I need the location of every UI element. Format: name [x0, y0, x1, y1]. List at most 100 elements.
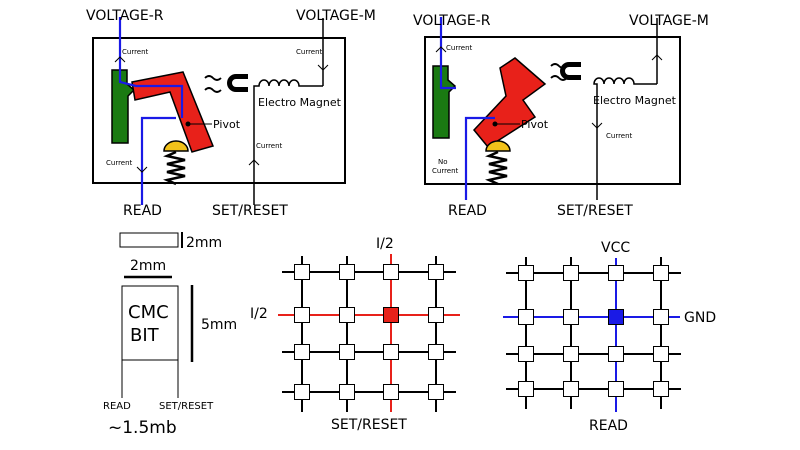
write-grid-cell — [339, 307, 355, 323]
bit-name-line-1: CMC — [128, 302, 169, 323]
write-grid-cell — [339, 344, 355, 360]
relay-right-arrow-3 — [591, 122, 603, 129]
relay-left-magnet-icon — [227, 74, 248, 92]
relay-right-pivot-dot — [492, 121, 498, 127]
write-grid-cell — [383, 384, 399, 400]
read-grid-cell — [653, 309, 669, 325]
write-grid-cell — [428, 264, 444, 280]
relay-right-magnet-icon — [560, 62, 581, 80]
write-grid-lines — [278, 254, 460, 412]
relay-right-red-arm — [473, 57, 547, 148]
relay-right-wave-2 — [550, 75, 568, 81]
relay-left: Pivot VOLTAGE-R VOLTAGE-M Current Curren… — [86, 8, 376, 219]
read-grid-cell — [563, 309, 579, 325]
cmc-bit-panel: 2mm 2mm CMC BIT 5mm READ SET/RESET ~1.5m… — [103, 232, 237, 438]
read-grid-top-label: VCC — [601, 240, 630, 256]
read-grid-cell — [518, 265, 534, 281]
write-grid-cell — [339, 384, 355, 400]
relay-left-current-3: Current — [296, 48, 323, 56]
bit-name-line-2: BIT — [130, 325, 160, 346]
relay-left-arrow-2 — [136, 166, 148, 173]
relay-left-arrow-3 — [317, 64, 329, 71]
write-grid-cell — [383, 264, 399, 280]
write-grid-cell — [383, 344, 399, 360]
write-grid-cell — [428, 307, 444, 323]
read-grid-cell — [608, 346, 624, 362]
relay-right-set-reset: SET/RESET — [557, 203, 633, 219]
relay-right-no-current-2: Current — [432, 167, 459, 175]
write-grid-cell — [294, 384, 310, 400]
relay-left-arrow-4 — [248, 159, 260, 166]
relay-left-arrow-1 — [114, 56, 126, 63]
read-grid: VCC GND READ — [503, 240, 716, 434]
relay-right-magnet-label: Electro Magnet — [593, 94, 677, 107]
read-grid-cell — [518, 346, 534, 362]
relay-right-wire-bottom — [464, 116, 495, 200]
bit-height-label: 5mm — [201, 317, 237, 333]
read-grid-cell — [518, 381, 534, 397]
relay-left-housing — [92, 37, 346, 184]
relay-right-read: READ — [448, 203, 487, 219]
read-grid-cell — [653, 381, 669, 397]
relay-right-pivot-label: Pivot — [521, 118, 549, 131]
relay-right-current-1: Current — [446, 44, 473, 52]
relay-right-no-current-1: No — [438, 158, 448, 166]
relay-left-wave-1 — [204, 75, 222, 81]
bit-width-label: 2mm — [130, 258, 166, 274]
relay-left-set-reset: SET/RESET — [212, 203, 288, 219]
relay-right-arrow-2 — [651, 54, 663, 61]
relay-left-green-contact — [111, 69, 136, 144]
relay-left-wire-top — [118, 17, 184, 118]
read-grid-right-label: GND — [684, 310, 716, 326]
bit-top-dim-label: 2mm — [186, 235, 222, 251]
relay-left-wave-2 — [204, 87, 222, 93]
write-grid-top-label: I/2 — [376, 236, 394, 252]
read-grid-lines — [503, 257, 681, 412]
relay-left-spring — [163, 150, 186, 186]
relay-right-housing — [424, 36, 681, 185]
relay-right-coil — [593, 77, 657, 200]
relay-right-yellow-contact — [485, 140, 511, 152]
read-grid-bottom-label: READ — [589, 418, 628, 434]
write-grid-left-label: I/2 — [250, 306, 268, 322]
relay-left-voltage-m: VOLTAGE-M — [296, 8, 376, 24]
relay-left-current-2: Current — [106, 159, 133, 167]
relay-left-current-1: Current — [122, 48, 149, 56]
relay-right-spring — [485, 150, 508, 186]
relay-left-read: READ — [123, 203, 162, 219]
relay-right-voltage-m: VOLTAGE-M — [629, 13, 709, 29]
relay-left-voltage-r: VOLTAGE-R — [86, 8, 164, 24]
bit-set-reset-label: SET/RESET — [159, 401, 214, 412]
write-grid: I/2 I/2 SET/RESET — [250, 236, 460, 433]
write-grid-cell — [294, 344, 310, 360]
relay-left-red-arm — [131, 71, 215, 153]
read-grid-cell — [608, 381, 624, 397]
read-grid-cell — [563, 381, 579, 397]
write-grid-cell — [294, 307, 310, 323]
relay-right-wave-1 — [550, 63, 568, 69]
read-grid-selected-cell — [608, 309, 624, 325]
relay-left-magnet-label: Electro Magnet — [258, 96, 342, 109]
write-grid-cell — [428, 344, 444, 360]
relay-left-pivot-label: Pivot — [213, 118, 241, 131]
relay-left-yellow-contact — [163, 140, 189, 152]
relay-left-wire-bottom — [140, 116, 176, 205]
bit-body — [121, 285, 179, 361]
relay-right: Pivot VOLTAGE-R VOLTAGE-M Current Curren… — [413, 13, 709, 219]
bit-capacity-label: ~1.5mb — [108, 418, 177, 438]
relay-left-current-4: Current — [256, 142, 283, 150]
read-grid-cell — [563, 346, 579, 362]
write-grid-bottom-label: SET/RESET — [331, 417, 407, 433]
read-grid-cell — [653, 346, 669, 362]
read-grid-cell — [518, 309, 534, 325]
write-grid-cell — [339, 264, 355, 280]
read-grid-cell — [653, 265, 669, 281]
relay-right-arrow-1 — [435, 46, 447, 53]
relay-right-wire-top — [439, 17, 456, 90]
relay-right-current-2: Current — [606, 132, 633, 140]
write-grid-cell — [428, 384, 444, 400]
relay-left-coil — [253, 79, 323, 205]
write-grid-selected-cell — [383, 307, 399, 323]
read-grid-cell — [608, 265, 624, 281]
